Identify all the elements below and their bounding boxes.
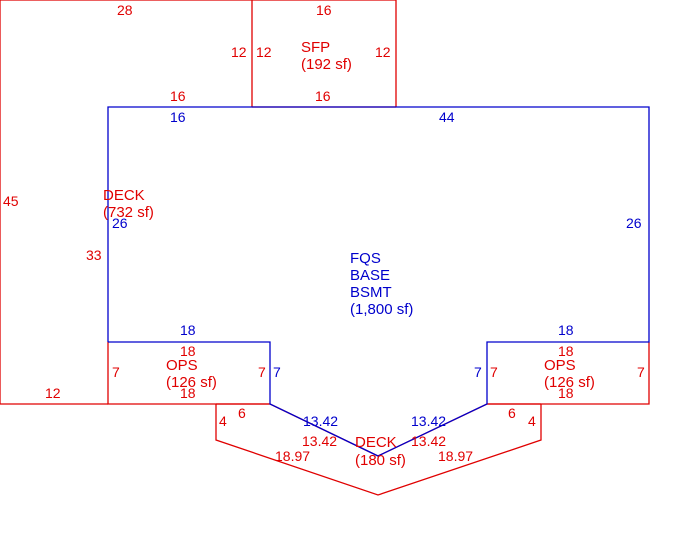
dim-main-right: 26 [626, 215, 642, 231]
dim-main-right-notch: 7 [474, 364, 482, 380]
dim-main-left: 26 [112, 215, 128, 231]
dim-sfp-top: 16 [316, 2, 332, 18]
dim-bay-left-diag-red: 13.42 [302, 433, 337, 449]
dim-deck-inner-top: 16 [170, 88, 186, 104]
dim-bay-right-long: 18.97 [438, 448, 473, 464]
dim-ops-left-top: 18 [180, 343, 196, 359]
main-area: (1,800 sf) [350, 301, 413, 318]
ops-right-label: OPS [544, 357, 576, 374]
ops-left-area: (126 sf) [166, 374, 217, 391]
dim-ops-right-top: 18 [558, 343, 574, 359]
dim-sfp-right: 12 [375, 44, 391, 60]
main-label-line1: FQS [350, 250, 381, 267]
dim-bay-right-diag-red: 13.42 [411, 433, 446, 449]
sfp-area: (192 sf) [301, 56, 352, 73]
main-label-line2: BASE [350, 267, 390, 284]
sfp-outline [252, 0, 397, 107]
dim-deck-top: 28 [117, 2, 133, 18]
dim-deck-inner-side: 33 [86, 247, 102, 263]
main-label-line3: BSMT [350, 284, 392, 301]
dim-ops-left-bottom: 18 [180, 385, 196, 401]
dim-bay-right-vert: 4 [528, 413, 536, 429]
dim-bay-left-short: 6 [238, 405, 246, 421]
ops-left-label: OPS [166, 357, 198, 374]
dim-main-top-right: 44 [439, 109, 455, 125]
deck-bottom-label: DECK [355, 434, 397, 451]
dim-ops-right-right: 7 [637, 364, 645, 380]
dim-main-top-left: 16 [170, 109, 186, 125]
dim-ops-left-right: 7 [258, 364, 266, 380]
dim-sfp-left-inner: 12 [256, 44, 272, 60]
dim-ops-right-bottom: 18 [558, 385, 574, 401]
deck-bottom-area: (180 sf) [355, 452, 406, 469]
ops-right-area: (126 sf) [544, 374, 595, 391]
deck-left-outline [0, 0, 253, 405]
dim-deck-left-side: 45 [3, 193, 19, 209]
dim-bay-left-diag-blue: 13.42 [303, 413, 338, 429]
dim-bay-right-short: 6 [508, 405, 516, 421]
dim-ops-right-left: 7 [490, 364, 498, 380]
dim-sfp-left-outer: 12 [231, 44, 247, 60]
dim-main-bottom-right: 18 [558, 322, 574, 338]
dim-bay-right-diag-blue: 13.42 [411, 413, 446, 429]
dim-ops-left-left: 7 [112, 364, 120, 380]
dim-sfp-bottom: 16 [315, 88, 331, 104]
deck-bay-outline [215, 404, 542, 496]
dim-deck-bottom-edge: 12 [45, 385, 61, 401]
dim-main-bottom-left: 18 [180, 322, 196, 338]
dim-bay-left-long: 18.97 [275, 448, 310, 464]
deck-left-label: DECK [103, 187, 145, 204]
main-house-outline [107, 106, 650, 457]
dim-main-left-notch: 7 [273, 364, 281, 380]
deck-left-area: (732 sf) [103, 204, 154, 221]
sfp-label: SFP [301, 39, 330, 56]
dim-bay-left-vert: 4 [219, 413, 227, 429]
